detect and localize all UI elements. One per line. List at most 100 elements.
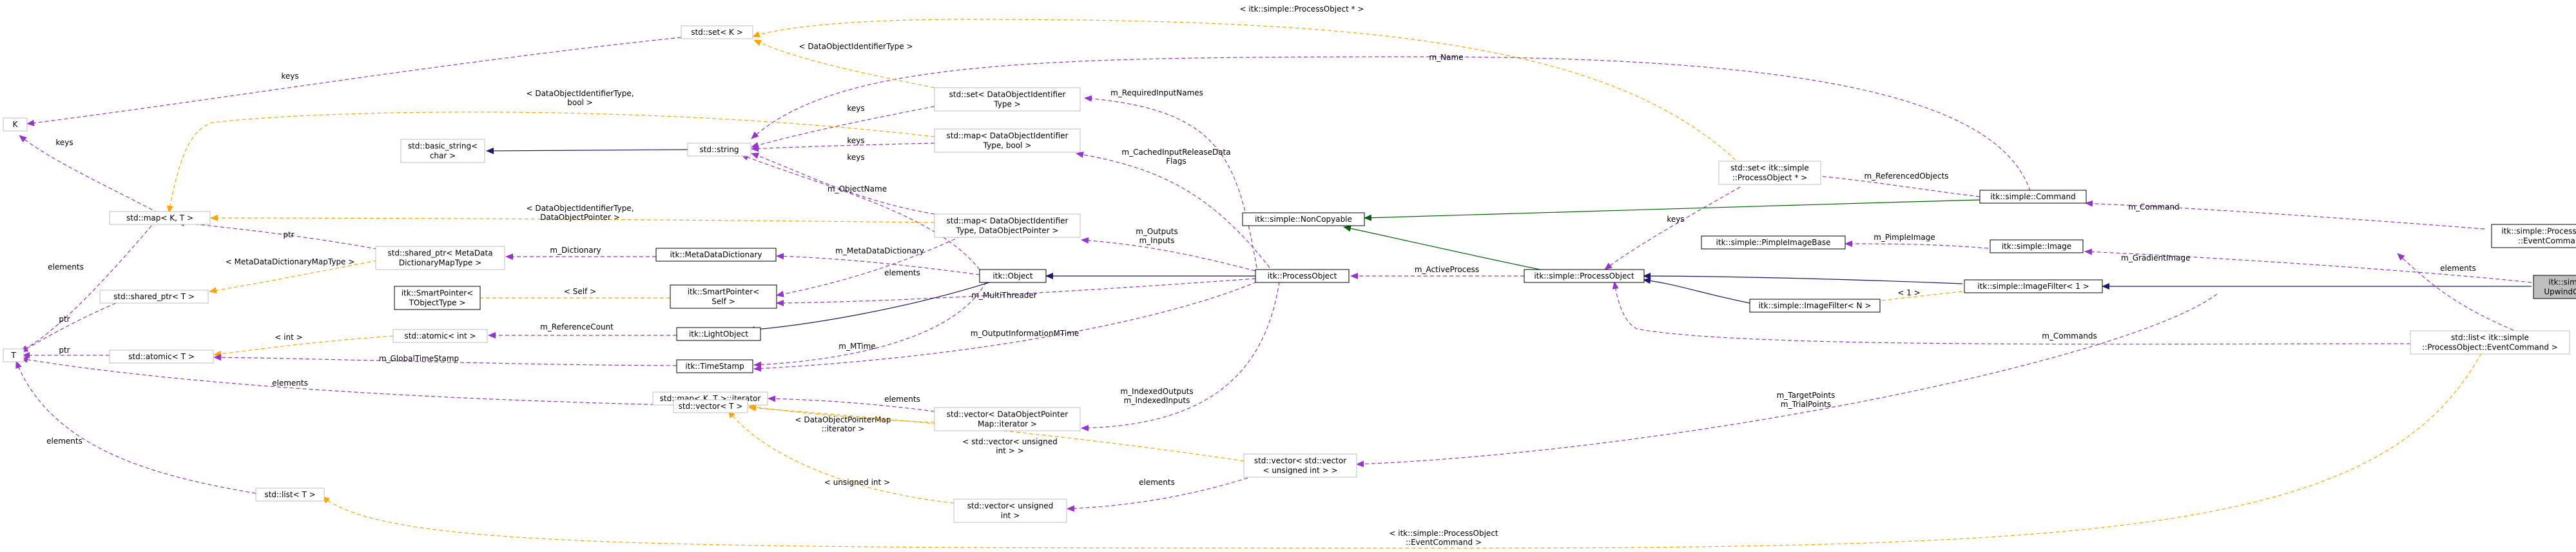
node-set-dataobjectid[interactable]: std::set< DataObjectIdentifierType > xyxy=(934,87,1081,112)
node-label: std::set< K > xyxy=(691,28,743,37)
node-noncopyable[interactable]: itk::simple::NonCopyable xyxy=(1242,212,1365,226)
edge-label-line: ::iterator > xyxy=(822,424,865,433)
node-shared-ptr-metadata[interactable]: std::shared_ptr< MetaDataDictionaryMapTy… xyxy=(375,246,505,270)
edge-label-line: m_MultiThreader xyxy=(971,291,1036,300)
edge-label: ptr xyxy=(59,315,70,324)
edge-keys-mapbool-string: keys xyxy=(751,136,935,152)
node-pimpleimagebase[interactable]: itk::simple::PimpleImageBase xyxy=(1701,235,1846,250)
node-timestamp[interactable]: itk::TimeStamp xyxy=(676,359,753,373)
edge-label: m_Command xyxy=(2128,202,2179,212)
edge-label: < itk::simple::ProcessObject::EventComma… xyxy=(1389,529,1498,547)
node-t[interactable]: T xyxy=(3,348,24,362)
node-label: DictionaryMapType > xyxy=(399,259,481,268)
edge-label-line: int > > xyxy=(996,446,1023,455)
edge-label-line: ptr xyxy=(59,346,70,355)
node-string[interactable]: std::string xyxy=(687,143,751,157)
edge-label-line: < itk::simple::ProcessObject * > xyxy=(1240,5,1364,14)
node-label: std::basic_string< xyxy=(408,142,478,151)
node-imagefilter-n[interactable]: itk::simple::ImageFilter< N > xyxy=(1749,299,1881,313)
edge-m-command: m_Command xyxy=(2085,200,2485,230)
node-label: int > xyxy=(1001,511,1020,520)
edge-label-line: < MetaDataDictionaryMapType > xyxy=(226,257,355,266)
edge-label: m_OutputInformationMTime xyxy=(971,329,1080,338)
node-simple-processobject[interactable]: itk::simple::ProcessObject xyxy=(1524,269,1645,283)
node-set-k[interactable]: std::set< K > xyxy=(681,25,753,39)
edge-label-line: elements xyxy=(46,437,82,446)
node-eventcommand[interactable]: itk::simple::ProcessObject::EventCommand xyxy=(2491,224,2576,248)
node-metadatadictionary[interactable]: itk::MetaDataDictionary xyxy=(655,248,777,262)
edge-keys-set-string: keys xyxy=(751,104,935,148)
edge-label-line: keys xyxy=(1667,215,1684,224)
edge-label-line: Flags xyxy=(1166,157,1186,166)
edge-m-dictionary: m_Dictionary xyxy=(505,246,656,260)
edge-label-line: < std::vector< unsigned xyxy=(962,437,1057,446)
edge-label: m_ActiveProcess xyxy=(1415,265,1479,274)
node-basic-string[interactable]: std::basic_string<char > xyxy=(400,139,485,163)
edge-label-line: m_ReferenceCount xyxy=(540,322,614,331)
edge-template-mapptr: < DataObjectIdentifierType,DataObjectPoi… xyxy=(210,204,935,223)
node-map-k-t[interactable]: std::map< K, T > xyxy=(109,211,211,225)
edge-inherit-command-noncopyable xyxy=(1364,199,1980,221)
edge-elements-map-t: elements xyxy=(20,225,152,352)
edge-label: < int > xyxy=(275,333,302,342)
node-fastmarching-filter[interactable]: itk::simple::FastMarchingUpwindGradientI… xyxy=(2533,275,2576,299)
edge-label-line: ::EventCommand > xyxy=(1406,538,1482,547)
node-label: itk::ProcessObject xyxy=(1268,271,1337,281)
edge-keys-processobject: keys xyxy=(1604,186,1741,270)
edge-elements-vector-iterator: elements xyxy=(768,395,935,412)
node-label: itk::simple::ImageFilter< 1 > xyxy=(1977,282,2089,291)
node-vector-t[interactable]: std::vector< T > xyxy=(673,399,748,413)
node-list-t[interactable]: std::list< T > xyxy=(255,488,325,502)
node-atomic-int[interactable]: std::atomic< int > xyxy=(392,329,488,343)
node-label: std::atomic< T > xyxy=(128,352,195,361)
edge-label: elements xyxy=(2440,264,2476,273)
node-label: Map::iterator > xyxy=(978,420,1037,429)
node-image[interactable]: itk::simple::Image xyxy=(1990,239,2084,253)
node-list-eventcommand[interactable]: std::list< itk::simple::ProcessObject::E… xyxy=(2410,330,2570,355)
edge-label: keys xyxy=(847,104,864,113)
edge-label-line: ptr xyxy=(59,315,70,324)
edge-label-line: < unsigned int > xyxy=(824,478,890,487)
edge-label-line: m_TargetPoints xyxy=(1777,391,1835,400)
node-lightobject[interactable]: itk::LightObject xyxy=(676,327,761,341)
node-label: std::map< DataObjectIdentifier xyxy=(947,132,1069,141)
node-vector-vector-uint[interactable]: std::vector< std::vector< unsigned int >… xyxy=(1243,453,1357,478)
node-map-dataobjectid-bool[interactable]: std::map< DataObjectIdentifierType, bool… xyxy=(934,128,1081,153)
node-shared-ptr-t[interactable]: std::shared_ptr< T > xyxy=(99,290,209,304)
edge-label-line: m_Commands xyxy=(2042,331,2097,340)
edge-elements-eventcommand: elements xyxy=(2397,253,2514,331)
node-imagefilter-1[interactable]: itk::simple::ImageFilter< 1 > xyxy=(1964,279,2103,293)
node-vector-dataobjectpointermap[interactable]: std::vector< DataObjectPointerMap::itera… xyxy=(934,407,1081,431)
edge-label: m_ReferencedObjects xyxy=(1864,172,1948,181)
node-label: ::ProcessObject::EventCommand > xyxy=(2422,343,2558,352)
edge-elements-mapptr-smartptr: elements xyxy=(776,233,967,297)
edge-label-line: < DataObjectIdentifierType, xyxy=(526,89,634,98)
node-smartpointer-self[interactable]: itk::SmartPointer<Self > xyxy=(670,284,777,309)
edge-label-line: m_TrialPoints xyxy=(1781,400,1831,409)
edge-label-line: < DataObjectPointerMap xyxy=(795,415,891,424)
edge-label-line: m_OutputInformationMTime xyxy=(971,329,1080,338)
edge-label: < itk::simple::ProcessObject * > xyxy=(1240,5,1364,14)
node-itk-object[interactable]: itk::Object xyxy=(979,269,1047,283)
edge-label-line: keys xyxy=(847,104,864,113)
edge-label: m_MTime xyxy=(838,342,875,351)
edge-label-line: m_Command xyxy=(2128,202,2179,212)
edge-inherit-imagefilter-n-processobject xyxy=(1643,277,1750,304)
node-smartpointer-tobjecttype[interactable]: itk::SmartPointer<TObjectType > xyxy=(394,286,481,310)
node-label: std::vector< std::vector xyxy=(1254,457,1346,466)
node-map-dataobjectid-pointer[interactable]: std::map< DataObjectIdentifierType, Data… xyxy=(934,213,1081,238)
edge-m-metadata-dictionary: m_MetaDataDictionary xyxy=(776,246,980,275)
node-set-processobject-ptr[interactable]: std::set< itk::simple::ProcessObject * > xyxy=(1718,161,1821,185)
node-label: itk::simple::Image xyxy=(2002,242,2071,251)
node-atomic-t[interactable]: std::atomic< T > xyxy=(109,350,214,364)
node-itk-processobject[interactable]: itk::ProcessObject xyxy=(1255,269,1350,283)
edge-m-active-process: m_ActiveProcess xyxy=(1350,265,1524,279)
node-command[interactable]: itk::simple::Command xyxy=(1979,190,2087,204)
node-label: K xyxy=(13,120,19,129)
edge-label-line: m_ObjectName xyxy=(828,184,887,193)
node-k[interactable]: K xyxy=(3,117,28,132)
